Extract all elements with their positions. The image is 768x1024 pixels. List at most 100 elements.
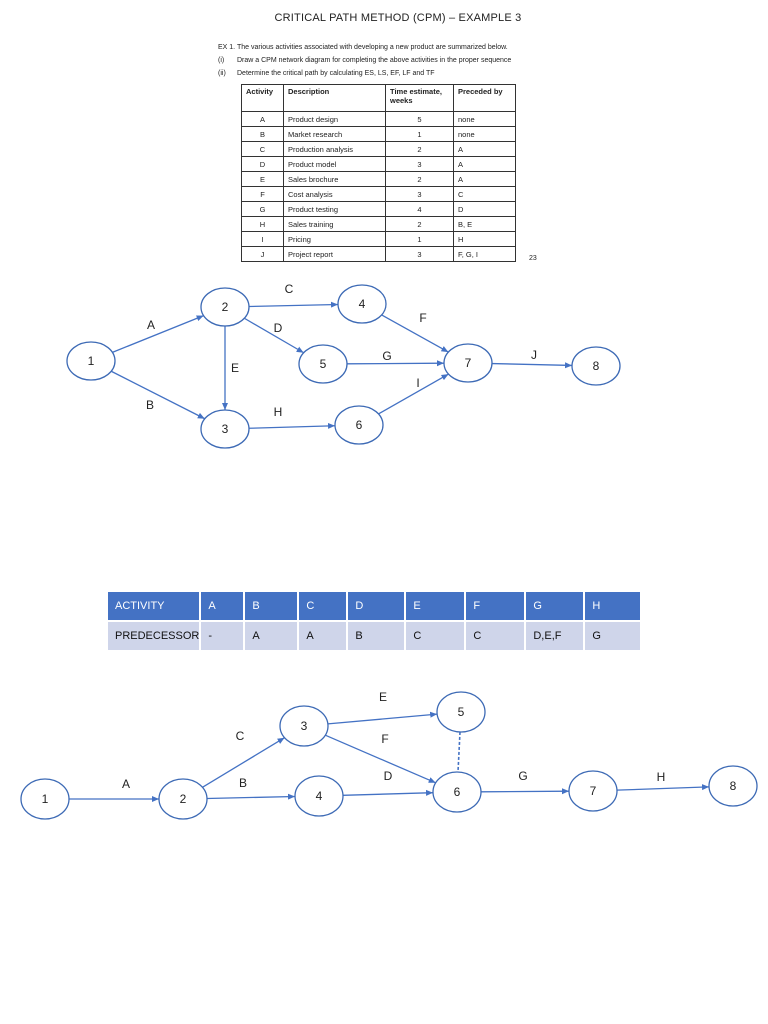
- node-label: 6: [454, 785, 461, 799]
- node-circle: [20, 778, 70, 820]
- edge-label: C: [285, 282, 294, 296]
- node-circle: [337, 284, 387, 324]
- predecessor-value-cell: A: [298, 620, 349, 650]
- edge-label: D: [384, 769, 393, 783]
- node-circle: [158, 778, 208, 820]
- activity-cell: F, G, I: [453, 246, 516, 262]
- edge-label: G: [382, 349, 391, 363]
- node-circle: [568, 770, 618, 812]
- predecessor-header-cell: B: [244, 592, 300, 621]
- node-circle: [200, 409, 250, 449]
- node-label: 1: [42, 792, 49, 806]
- edge-label: A: [122, 777, 130, 791]
- node-circle: [432, 771, 482, 813]
- node-label: 5: [458, 705, 465, 719]
- edge-label: D: [274, 321, 283, 335]
- node-circle: [294, 775, 344, 817]
- predecessor-value-cell: B: [347, 620, 407, 650]
- predecessor-header-cell: A: [200, 592, 246, 621]
- node-label: 6: [356, 418, 363, 432]
- activity-cell: J: [241, 246, 284, 262]
- predecessor-header-cell: G: [525, 592, 586, 621]
- edge-4-6: [342, 789, 434, 796]
- predecessor-value-cell: G: [584, 620, 643, 650]
- node-circle: [298, 344, 348, 384]
- predecessor-value-cell: C: [405, 620, 467, 650]
- predecessor-header-cell: C: [298, 592, 349, 621]
- node-label: 3: [301, 719, 308, 733]
- predecessor-value-cell: PREDECESSOR: [108, 620, 202, 650]
- edge-label: H: [274, 405, 283, 419]
- edge-3-6: [248, 422, 336, 429]
- edge-label: F: [381, 732, 388, 746]
- edge-3-5: [327, 711, 438, 725]
- predecessor-value-cell: C: [465, 620, 527, 650]
- header-description: Description: [283, 84, 386, 112]
- node-circle: [200, 287, 250, 327]
- node-circle: [443, 343, 493, 383]
- node-circle: [571, 346, 621, 386]
- edge-1-2: [112, 315, 204, 353]
- node-label: 2: [222, 300, 229, 314]
- predecessor-value-cell: A: [244, 620, 300, 650]
- node-label: 4: [359, 297, 366, 311]
- edge-label: B: [239, 776, 247, 790]
- node-label: 7: [590, 784, 597, 798]
- edge-2-4: [248, 301, 339, 308]
- node-label: 8: [730, 779, 737, 793]
- edge-6-7: [480, 788, 570, 795]
- edge-label: G: [518, 769, 527, 783]
- header-preceded: Preceded by: [453, 84, 516, 112]
- predecessor-header-cell: D: [347, 592, 407, 621]
- edge-label: J: [531, 348, 537, 362]
- edge-6-7: [378, 373, 449, 415]
- edge-label: A: [147, 318, 155, 332]
- edge-2-5: [244, 317, 304, 354]
- node-circle: [334, 405, 384, 445]
- predecessor-header-cell: ACTIVITY: [108, 592, 202, 621]
- predecessor-header-cell: F: [465, 592, 527, 621]
- header-activity: Activity: [241, 84, 284, 112]
- edge-label: E: [231, 361, 239, 375]
- predecessor-header-cell: E: [405, 592, 467, 621]
- node-label: 4: [316, 789, 323, 803]
- edge-3-6: [325, 734, 436, 784]
- edge-label: F: [419, 311, 426, 325]
- edge-label: E: [379, 690, 387, 704]
- predecessor-value-cell: -: [200, 620, 246, 650]
- edge-2-4: [206, 793, 296, 800]
- predecessor-header-cell: H: [584, 592, 643, 621]
- node-circle: [279, 705, 329, 747]
- edge-7-8: [491, 362, 573, 369]
- edge-1-3: [110, 370, 206, 420]
- exercise-intro: EX 1. The various activities associated …: [218, 44, 508, 51]
- node-label: 3: [222, 422, 229, 436]
- edge-label: I: [416, 376, 419, 390]
- exercise-text: EX 1. The various activities associated …: [218, 41, 511, 80]
- edge-label: B: [146, 398, 154, 412]
- predecessor-value-cell: D,E,F: [525, 620, 586, 650]
- node-circle: [66, 341, 116, 381]
- page-title: CRITICAL PATH METHOD (CPM) – EXAMPLE 3: [274, 12, 522, 24]
- node-label: 8: [593, 359, 600, 373]
- node-circle: [436, 691, 486, 733]
- node-label: 1: [88, 354, 95, 368]
- edge-5-6: [457, 731, 461, 773]
- edge-7-8: [616, 784, 710, 791]
- exercise-item-1: (i)Draw a CPM network diagram for comple…: [218, 57, 512, 64]
- node-label: 2: [180, 792, 187, 806]
- edge-5-7: [346, 360, 445, 367]
